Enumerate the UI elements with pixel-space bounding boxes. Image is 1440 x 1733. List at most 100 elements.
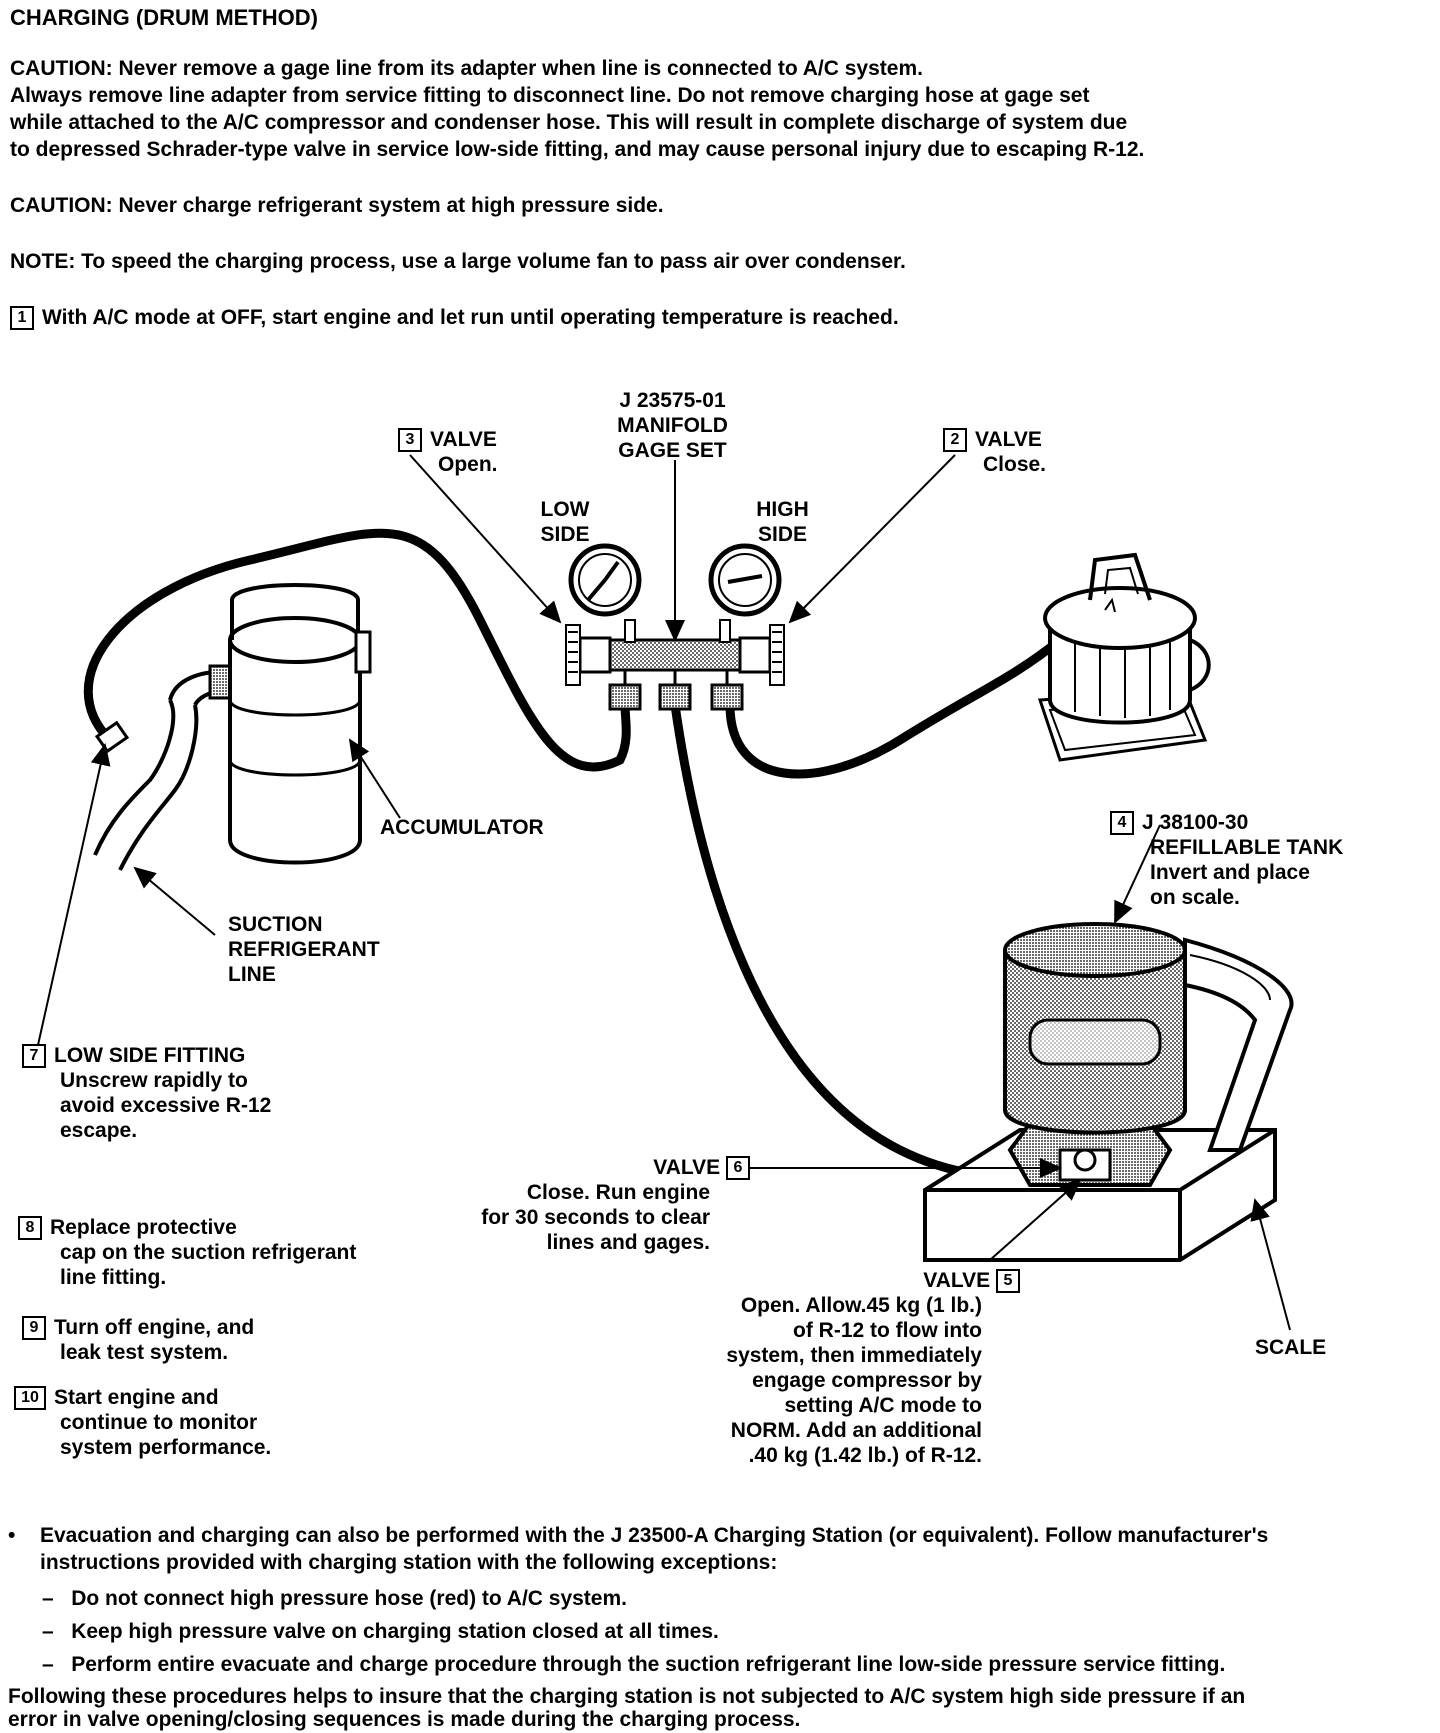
suction-line-label: SUCTION REFRIGERANT LINE [228, 912, 380, 987]
note: NOTE: To speed the charging process, use… [10, 250, 906, 273]
suction-line-3: LINE [228, 963, 276, 986]
refillable-tank-illustration [1003, 922, 1187, 1135]
low-side-fitting-label: 7 LOW SIDE FITTING Unscrew rapidly to avo… [22, 1043, 271, 1143]
low-fitting-number: 7 [22, 1044, 46, 1069]
caution-line-3: while attached to the A/C compressor and… [10, 111, 1128, 134]
leader-scale [1250, 1198, 1291, 1331]
valve-6-number: 6 [726, 1156, 750, 1181]
center-hose [670, 700, 1045, 1182]
leader-valve2 [788, 454, 956, 624]
tank-line-4: on scale. [1150, 886, 1240, 910]
step-8: 8 Replace protective cap on the suction r… [18, 1215, 356, 1290]
valve-2-number: 2 [943, 428, 967, 453]
step-number: 1 [10, 306, 34, 331]
valve-2-label: 2 VALVE Close. [943, 427, 1046, 477]
step-8-line-3: line fitting. [60, 1266, 167, 1290]
low-side-line-1: LOW [540, 498, 590, 521]
low-fitting-line-2: Unscrew rapidly to [60, 1069, 248, 1093]
manifold-label: J 23575-01 MANIFOLD GAGE SET [600, 388, 745, 463]
tank-line-3: Invert and place [1150, 861, 1310, 885]
valve-6-title: VALVE [653, 1156, 721, 1179]
step-8-line-2: cap on the suction refrigerant [60, 1241, 357, 1265]
bullet-symbol: • [8, 1524, 16, 1547]
accumulator-label: ACCUMULATOR [380, 816, 544, 839]
compressor-illustration [1037, 552, 1211, 762]
high-side-hose [725, 635, 1065, 779]
scale-label: SCALE [1255, 1336, 1327, 1359]
valve-5-label: VALVE 5 Open. Allow.45 kg (1 lb.) of R-1… [680, 1268, 1020, 1468]
valve-5-number: 5 [996, 1269, 1020, 1294]
manifold-label-line-3: GAGE SET [618, 439, 727, 462]
suction-line-1: SUCTION [228, 913, 323, 936]
leader-tank [1114, 824, 1161, 924]
step-10-line-2: continue to monitor [60, 1411, 258, 1435]
step-10-number: 10 [14, 1386, 46, 1411]
caution-high-pressure: CAUTION: Never charge refrigerant system… [10, 194, 664, 217]
dash-item-1: – Do not connect high pressure hose (red… [42, 1587, 627, 1610]
dash-item-text: Keep high pressure valve on charging sta… [71, 1620, 719, 1643]
bullet-line-2: instructions provided with charging stat… [40, 1551, 778, 1574]
valve-6-line-2: for 30 seconds to clear [481, 1206, 710, 1230]
charging-diagram [37, 454, 1294, 1331]
accumulator-illustration [228, 583, 372, 865]
valve-6-line-1: Close. Run engine [526, 1181, 710, 1205]
valve-3-number: 3 [398, 428, 422, 453]
tank-part-number: J 38100-30 [1142, 811, 1249, 834]
leader-suction [133, 866, 216, 936]
tank-line-2: REFILLABLE TANK [1150, 836, 1344, 860]
step-9-number: 9 [22, 1316, 46, 1341]
caution-line-1: CAUTION: Never remove a gage line from i… [10, 57, 923, 80]
dash-item-text: Perform entire evacuate and charge proce… [71, 1653, 1226, 1676]
step-1: 1 With A/C mode at OFF, start engine and … [10, 304, 899, 331]
valve-5-line-4: engage compressor by [752, 1369, 982, 1393]
valve-5-line-1: Open. Allow.45 kg (1 lb.) [740, 1294, 982, 1318]
valve-2-text: Close. [983, 453, 1047, 477]
step-9-line-1: Turn off engine, and [54, 1316, 255, 1339]
dash-item-3: – Perform entire evacuate and charge pro… [42, 1653, 1226, 1676]
caution-line-4: to depressed Schrader-type valve in serv… [10, 138, 1145, 161]
valve-5-title: VALVE [923, 1269, 991, 1292]
step-8-number: 8 [18, 1216, 42, 1241]
leader-accumulator [348, 738, 401, 819]
leader-low-fitting [37, 743, 111, 1046]
valve-3-label: 3 VALVE Open. [398, 427, 498, 477]
page-title: CHARGING (DRUM METHOD) [10, 5, 318, 30]
valve-3-text: Open. [438, 453, 498, 477]
valve-6-line-3: lines and gages. [546, 1231, 710, 1255]
valve-5-line-7: .40 kg (1.42 lb.) of R-12. [748, 1444, 982, 1468]
tank-label: 4 J 38100-30 REFILLABLE TANK Invert and p… [1110, 810, 1344, 910]
step-10: 10 Start engine and continue to monitor s… [14, 1385, 271, 1460]
caution-line-2: Always remove line adapter from service … [10, 84, 1090, 107]
step-9-line-2: leak test system. [60, 1341, 229, 1365]
footer-line-1: Following these procedures helps to insu… [8, 1685, 1246, 1708]
tank-number: 4 [1110, 811, 1134, 836]
footer-line-2: error in valve opening/closing sequences… [8, 1708, 801, 1731]
step-text: With A/C mode at OFF, start engine and l… [42, 306, 899, 329]
valve-6-label: VALVE 6 Close. Run engine for 30 seconds… [430, 1155, 750, 1255]
valve-5-line-2: of R-12 to flow into [793, 1319, 982, 1343]
valve-2-title: VALVE [975, 428, 1042, 451]
step-10-line-1: Start engine and [54, 1386, 219, 1409]
low-fitting-line-3: avoid excessive R-12 [60, 1094, 272, 1118]
high-side-line-2: SIDE [757, 523, 807, 546]
manifold-part-number: J 23575-01 [619, 389, 726, 412]
valve-3-title: VALVE [430, 428, 497, 451]
manifold-gage-set [565, 543, 785, 711]
valve-5-line-3: system, then immediately [726, 1344, 982, 1368]
dash-item-2: – Keep high pressure valve on charging s… [42, 1620, 719, 1643]
low-side-label: LOW SIDE [530, 497, 600, 547]
high-side-label: HIGH SIDE [745, 497, 820, 547]
low-fitting-line-4: escape. [60, 1119, 138, 1143]
leader-valve5 [989, 1178, 1082, 1261]
step-8-line-1: Replace protective [50, 1216, 237, 1239]
dash-item-text: Do not connect high pressure hose (red) … [71, 1587, 627, 1610]
low-fitting-title: LOW SIDE FITTING [54, 1044, 246, 1067]
step-10-line-3: system performance. [60, 1436, 272, 1460]
leader-valve3 [409, 454, 562, 624]
low-side-line-2: SIDE [540, 523, 590, 546]
valve-5-line-6: NORM. Add an additional [730, 1419, 982, 1443]
valve-5-line-5: setting A/C mode to [784, 1394, 982, 1418]
step-9: 9 Turn off engine, and leak test system. [22, 1315, 254, 1365]
low-side-hose [83, 528, 631, 772]
bullet-line-1: Evacuation and charging can also be perf… [40, 1524, 1269, 1547]
